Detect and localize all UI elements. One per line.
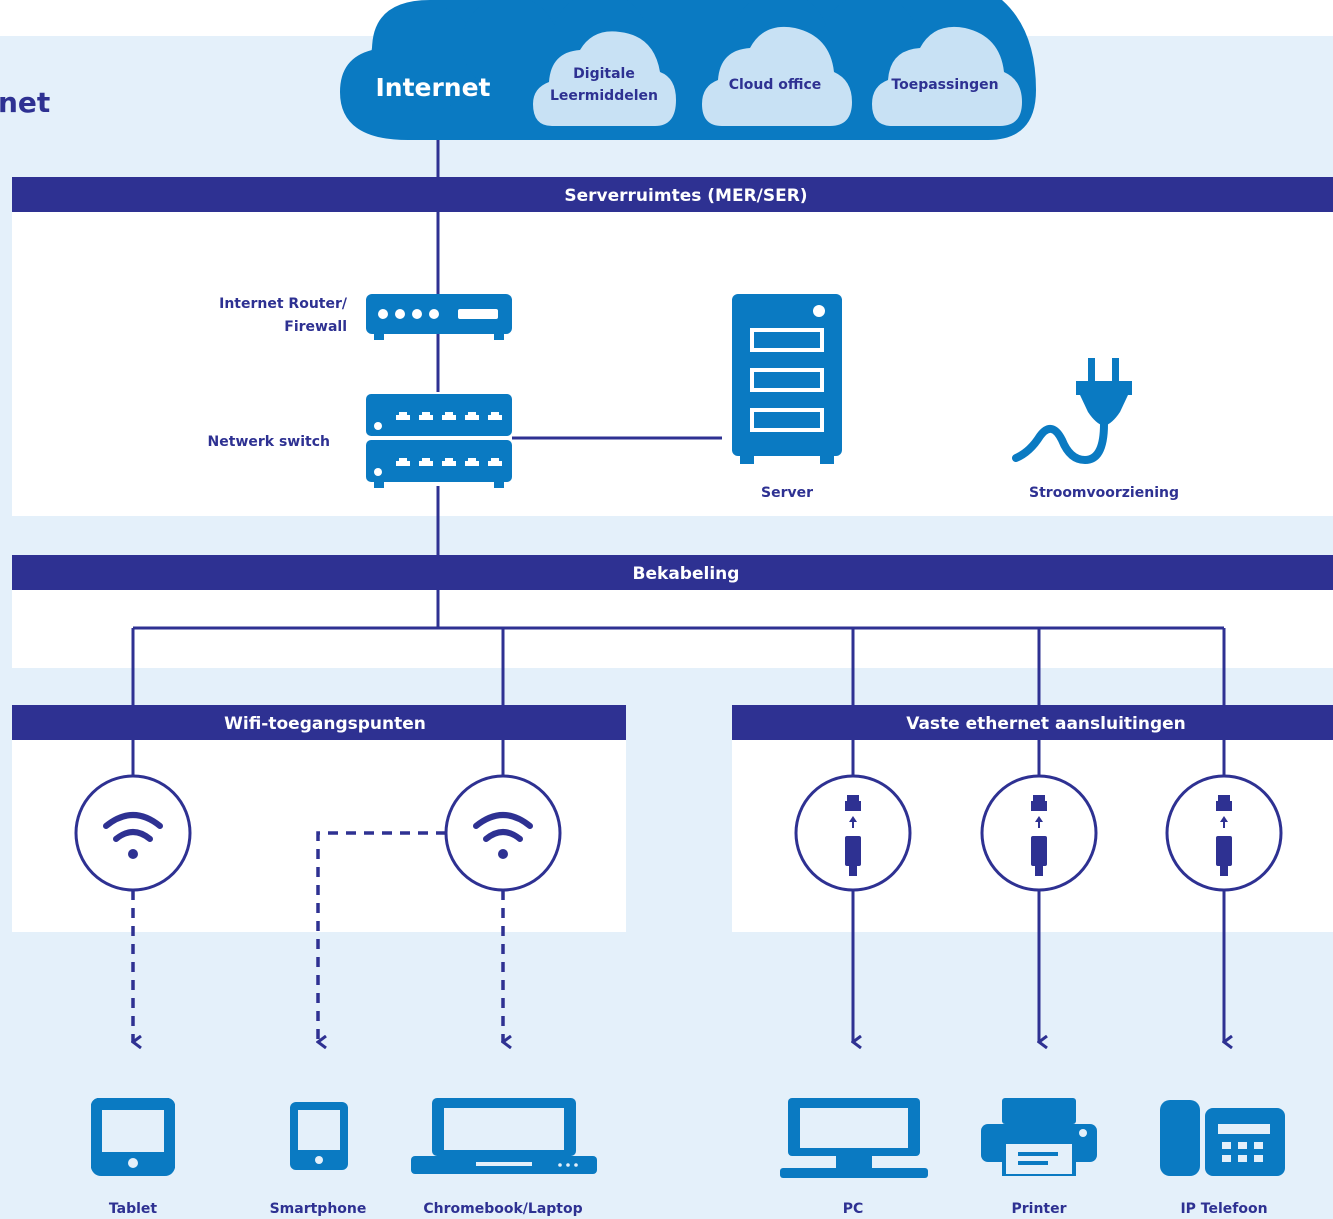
ethernet-bar-label: Vaste ethernet aansluitingen [906, 714, 1186, 734]
ip-phone-icon [1160, 1100, 1285, 1176]
ethernet-port-icon [794, 774, 912, 892]
switch-label: Netwerk switch [208, 434, 330, 450]
wired-arrows [853, 890, 1224, 1042]
power-label: Stroomvoorziening [1029, 485, 1179, 501]
network-switch-icon [366, 394, 512, 488]
wifi-bar-label: Wifi-toegangspunten [224, 714, 426, 734]
power-plug-icon [1012, 358, 1132, 465]
router-label-line1: Internet Router/ [219, 296, 348, 312]
printer-icon [981, 1098, 1097, 1176]
cloud-item-digital-learning-line1: Digitale [573, 66, 635, 82]
page-title-fragment: net [0, 86, 50, 119]
ip-phone-label: IP Telefoon [1180, 1201, 1267, 1217]
server-rooms-bar-label: Serverruimtes (MER/SER) [564, 186, 807, 206]
ethernet-bar [732, 705, 1333, 740]
internet-cloud [340, 0, 1036, 140]
ethernet-port-icon [980, 774, 1098, 892]
smartphone-label: Smartphone [270, 1201, 367, 1217]
laptop-icon [411, 1098, 597, 1174]
pc-monitor-icon [780, 1098, 928, 1178]
router-icon [366, 294, 512, 340]
wifi-access-point-icon [444, 774, 562, 892]
internet-label: Internet [375, 73, 490, 102]
printer-label: Printer [1011, 1201, 1066, 1217]
server-label: Server [761, 485, 813, 501]
ethernet-port-icon [1165, 774, 1283, 892]
cabling-bar [12, 555, 1333, 590]
tablet-device-icon [91, 1098, 175, 1176]
wifi-bar [12, 705, 626, 740]
cloud-item-applications: Toepassingen [891, 77, 998, 93]
tablet-label: Tablet [109, 1201, 158, 1217]
server-icon [732, 294, 842, 464]
cloud-item-cloud-office: Cloud office [729, 77, 822, 93]
server-room-area [12, 212, 1333, 516]
pc-label: PC [843, 1201, 864, 1217]
router-label-line2: Firewall [284, 319, 347, 335]
server-rooms-bar [12, 177, 1333, 212]
laptop-label: Chromebook/Laptop [423, 1201, 582, 1217]
cabling-bar-label: Bekabeling [633, 564, 740, 584]
cloud-item-digital-learning-line2: Leermiddelen [550, 88, 658, 104]
wifi-access-point-icon [74, 774, 192, 892]
wireless-arrows [133, 831, 503, 1042]
smartphone-icon [290, 1102, 348, 1170]
